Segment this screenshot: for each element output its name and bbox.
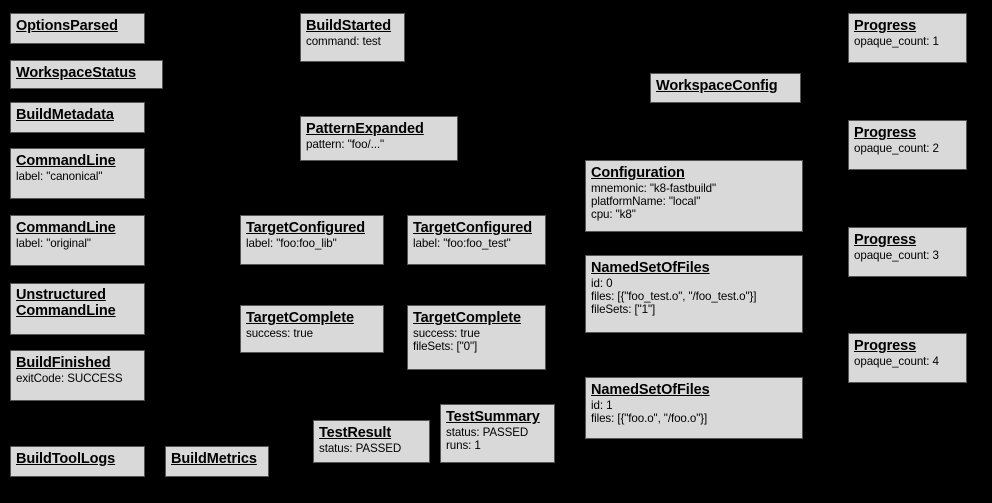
node-field: opaque_count: 3 — [854, 249, 939, 263]
node-field: fileSets: ["0"] — [413, 340, 478, 354]
node-field: command: test — [306, 35, 381, 49]
node-build-metadata[interactable]: BuildMetadata — [10, 102, 145, 133]
node-field: pattern: "foo/..." — [306, 138, 384, 152]
node-workspace-config[interactable]: WorkspaceConfig — [650, 73, 801, 103]
node-field: status: PASSED — [319, 442, 402, 456]
node-title: TargetConfigured — [246, 220, 365, 236]
node-field: label: "foo:foo_test" — [413, 237, 511, 251]
node-field: files: [{"foo.o", "/foo.o"}] — [591, 412, 708, 426]
node-title: CommandLine — [16, 153, 116, 169]
node-title: TestSummary — [446, 409, 540, 425]
node-unstructured-command-line[interactable]: Unstructured CommandLine — [10, 283, 145, 335]
node-field: platformName: "local" — [591, 195, 701, 209]
node-field: files: [{"foo_test.o", "/foo_test.o"}] — [591, 290, 757, 304]
node-field: success: true — [246, 327, 314, 341]
node-field: mnemonic: "k8-fastbuild" — [591, 182, 717, 196]
node-title: Configuration — [591, 165, 685, 181]
node-field: exitCode: SUCCESS — [16, 372, 123, 386]
node-field: id: 0 — [591, 277, 613, 291]
node-title: TargetConfigured — [413, 220, 532, 236]
node-fields: label: "foo:foo_test" — [413, 237, 540, 250]
node-fields: mnemonic: "k8-fastbuild"platformName: "l… — [591, 182, 797, 221]
node-title: BuildToolLogs — [16, 451, 116, 467]
node-title: Progress — [854, 125, 917, 141]
node-field: opaque_count: 4 — [854, 355, 939, 369]
node-fields: success: true — [246, 327, 378, 340]
node-field: cpu: "k8" — [591, 208, 636, 222]
node-fields: label: "original" — [16, 237, 139, 250]
node-field: runs: 1 — [446, 439, 481, 453]
node-fields: exitCode: SUCCESS — [16, 372, 139, 385]
node-field: label: "original" — [16, 237, 91, 251]
node-fields: command: test — [306, 35, 399, 48]
node-field: id: 1 — [591, 399, 613, 413]
node-field: status: PASSED — [446, 426, 529, 440]
node-field: opaque_count: 1 — [854, 35, 939, 49]
node-field: label: "foo:foo_lib" — [246, 237, 337, 251]
node-title: PatternExpanded — [306, 121, 424, 137]
node-title: Unstructured CommandLine — [16, 287, 116, 320]
node-title: CommandLine — [16, 220, 116, 236]
node-fields: opaque_count: 4 — [854, 355, 961, 368]
node-build-tool-logs[interactable]: BuildToolLogs — [10, 446, 145, 477]
node-title: TargetComplete — [413, 310, 521, 326]
node-title: BuildFinished — [16, 355, 111, 371]
node-workspace-status[interactable]: WorkspaceStatus — [10, 60, 163, 89]
node-title: Progress — [854, 338, 917, 354]
node-title: BuildMetrics — [171, 451, 257, 467]
node-options-parsed[interactable]: OptionsParsed — [10, 13, 145, 44]
node-title: OptionsParsed — [16, 18, 118, 34]
node-fields: status: PASSED — [319, 442, 424, 455]
node-fields: opaque_count: 3 — [854, 249, 961, 262]
node-title: WorkspaceConfig — [656, 78, 778, 94]
node-title: TargetComplete — [246, 310, 354, 326]
node-title: WorkspaceStatus — [16, 65, 136, 81]
node-fields: opaque_count: 1 — [854, 35, 961, 48]
node-field: opaque_count: 2 — [854, 142, 939, 156]
node-title: TestResult — [319, 425, 392, 441]
node-title: Progress — [854, 18, 917, 34]
node-build-metrics[interactable]: BuildMetrics — [165, 446, 269, 477]
node-title: NamedSetOfFiles — [591, 260, 710, 276]
node-fields: pattern: "foo/..." — [306, 138, 452, 151]
node-title: NamedSetOfFiles — [591, 382, 710, 398]
node-fields: label: "canonical" — [16, 170, 139, 183]
node-field: fileSets: ["1"] — [591, 303, 656, 317]
node-fields: label: "foo:foo_lib" — [246, 237, 378, 250]
node-field: success: true — [413, 327, 481, 341]
node-title: BuildStarted — [306, 18, 392, 34]
node-title: Progress — [854, 232, 917, 248]
node-title: BuildMetadata — [16, 107, 114, 123]
node-field: label: "canonical" — [16, 170, 103, 184]
node-fields: opaque_count: 2 — [854, 142, 961, 155]
